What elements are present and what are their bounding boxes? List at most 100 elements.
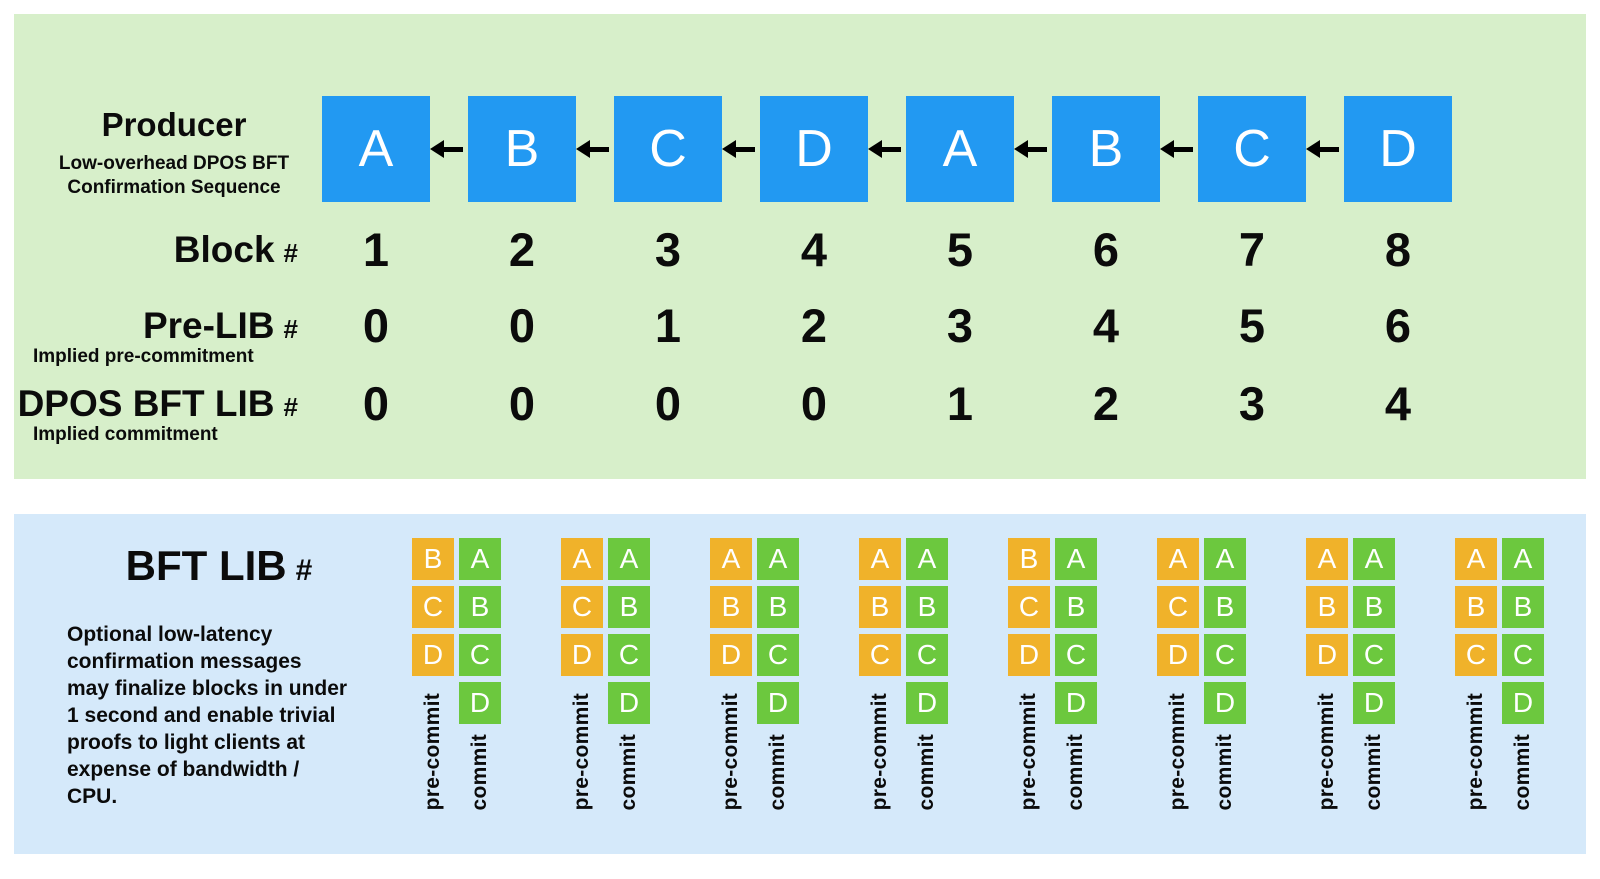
dpos-bft-lib-label: DPOS BFT LIB # — [14, 376, 298, 435]
commit-label: commit — [468, 733, 491, 810]
left-arrow-shape — [444, 146, 463, 152]
commit-square: A — [608, 538, 650, 580]
value-cell: 1 — [654, 299, 682, 352]
commit-square: B — [1353, 586, 1395, 628]
precommit-label: pre-commit — [1166, 692, 1189, 810]
left-arrow-shape — [882, 146, 901, 152]
commit-square: A — [757, 538, 799, 580]
left-arrow-icon — [430, 96, 468, 202]
precommit-square: A — [1306, 538, 1348, 580]
value-cell: 3 — [1238, 377, 1266, 430]
commit-square: D — [1353, 682, 1395, 724]
commit-square: C — [608, 634, 650, 676]
commit-square: D — [757, 682, 799, 724]
commit-square: B — [459, 586, 501, 628]
pre-lib-sublabel: Implied pre-commitment — [33, 346, 254, 367]
value-cell: 1 — [946, 377, 974, 430]
left-arrow-shape — [1028, 146, 1047, 152]
hash-suffix: # — [283, 392, 298, 422]
pre-lib-label-text: Pre-LIB — [142, 305, 275, 346]
precommit-square: A — [561, 538, 603, 580]
precommit-square: A — [1157, 538, 1199, 580]
commit-square: A — [1204, 538, 1246, 580]
value-cell: 0 — [508, 299, 536, 352]
value-cell: 2 — [508, 223, 536, 276]
commit-square: C — [1055, 634, 1097, 676]
commit-square: C — [906, 634, 948, 676]
value-cell: 3 — [654, 223, 682, 276]
value-cell: 0 — [508, 377, 536, 430]
producer-subtitle: Low-overhead DPOS BFT Confirmation Seque… — [58, 153, 290, 198]
dpos-bft-sequence-panel: Producer Low-overhead DPOS BFT Confirmat… — [14, 14, 1586, 479]
dpos-bft-lib-sublabel: Implied commitment — [33, 424, 218, 445]
left-arrow-icon — [722, 96, 760, 202]
commit-square: D — [459, 682, 501, 724]
commit-square: D — [1502, 682, 1544, 724]
left-arrow-icon — [1160, 96, 1198, 202]
commit-square: A — [459, 538, 501, 580]
commit-square: B — [1502, 586, 1544, 628]
commit-label: commit — [1511, 733, 1534, 810]
hash-suffix: # — [283, 314, 298, 344]
precommit-square: D — [561, 634, 603, 676]
value-cell: 4 — [1384, 377, 1412, 430]
producer-block-1: A — [322, 96, 430, 202]
producer-block-7: C — [1198, 96, 1306, 202]
producer-block-4: D — [760, 96, 868, 202]
block-number-label-text: Block — [173, 229, 275, 270]
dpos-bft-lib-label-text: DPOS BFT LIB — [17, 383, 275, 424]
producer-title: Producer — [101, 106, 247, 143]
left-arrow-icon — [1306, 96, 1344, 202]
precommit-square: B — [710, 586, 752, 628]
precommit-square: D — [1008, 634, 1050, 676]
commit-square: C — [1502, 634, 1544, 676]
commit-label: commit — [1213, 733, 1236, 810]
precommit-label: pre-commit — [868, 692, 891, 810]
commit-square: C — [459, 634, 501, 676]
bft-lib-title-text: BFT LIB — [125, 542, 287, 589]
precommit-square: C — [412, 586, 454, 628]
value-cell: 6 — [1384, 299, 1412, 352]
producer-block-5: A — [906, 96, 1014, 202]
precommit-label: pre-commit — [421, 692, 444, 810]
left-arrow-shape — [1174, 146, 1193, 152]
precommit-square: C — [1455, 634, 1497, 676]
commit-square: C — [1204, 634, 1246, 676]
commit-square: A — [906, 538, 948, 580]
commit-square: B — [906, 586, 948, 628]
commit-square: C — [757, 634, 799, 676]
commit-square: D — [1055, 682, 1097, 724]
value-cell: 0 — [362, 377, 390, 430]
value-cell: 3 — [946, 299, 974, 352]
commit-label: commit — [1362, 733, 1385, 810]
left-arrow-icon — [868, 96, 906, 202]
precommit-square: B — [859, 586, 901, 628]
commit-square: D — [608, 682, 650, 724]
commit-square: B — [1055, 586, 1097, 628]
value-cell: 0 — [654, 377, 682, 430]
hash-suffix: # — [295, 554, 313, 587]
value-cell: 4 — [1092, 299, 1120, 352]
commit-square: B — [1204, 586, 1246, 628]
commit-square: D — [906, 682, 948, 724]
commit-label: commit — [766, 733, 789, 810]
